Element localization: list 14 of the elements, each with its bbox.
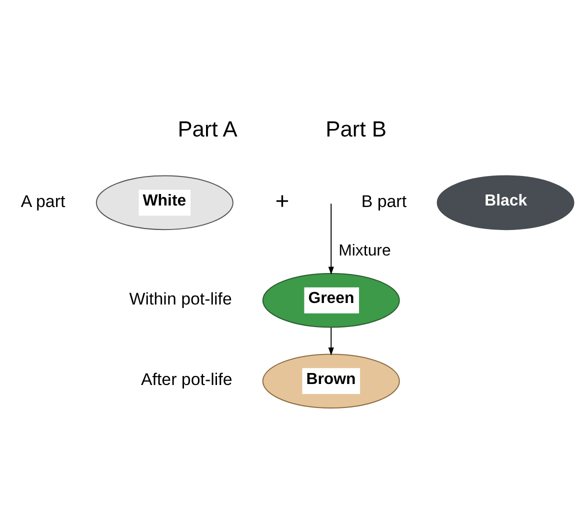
node-label: B part <box>361 191 407 210</box>
arrow <box>328 202 334 274</box>
arrow <box>328 326 334 355</box>
node-label: Within pot-life <box>129 288 232 308</box>
edge-label: Mixture <box>338 242 391 259</box>
node-ellipse: Green <box>262 272 400 328</box>
node-label: After pot-life <box>140 370 232 389</box>
label: Part B <box>326 116 386 142</box>
node-ellipse: Brown <box>262 353 400 408</box>
label: + <box>275 187 290 214</box>
node-label: A part <box>20 191 66 210</box>
node-ellipse: White <box>96 174 234 230</box>
label: Part A <box>178 116 238 142</box>
node-ellipse: Black <box>436 174 574 230</box>
